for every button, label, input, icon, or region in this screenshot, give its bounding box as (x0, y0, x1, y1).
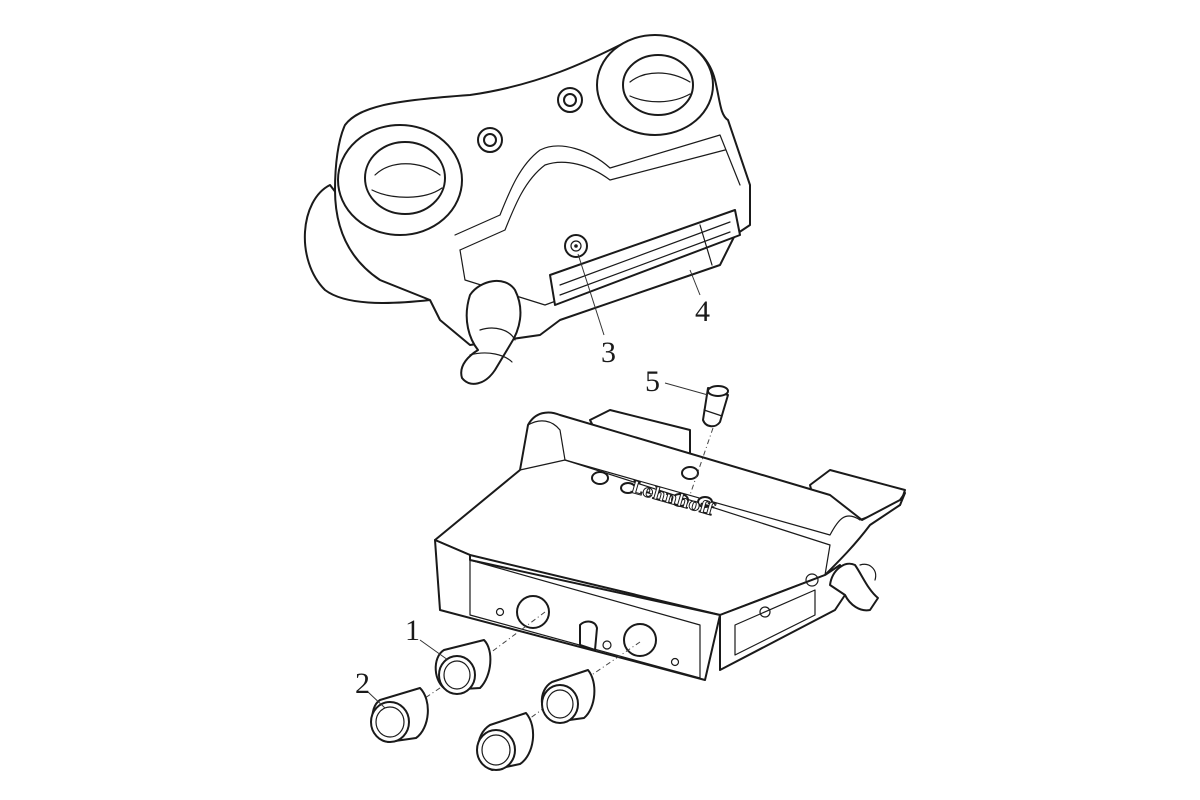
locking-pin-part-5 (689, 385, 729, 496)
callout-3: 3 (601, 336, 616, 369)
bushings-parts-1-2 (370, 611, 641, 771)
upper-adapter-assembly (304, 34, 751, 385)
callout-4: 4 (695, 295, 710, 328)
callout-5: 5 (645, 365, 660, 398)
callouts: 1 2 3 4 5 (355, 253, 710, 709)
callout-2: 2 (355, 667, 370, 700)
lower-top-bolts (591, 466, 713, 508)
callout-1: 1 (405, 614, 420, 647)
lower-coupler-body: Lehnhoff (434, 409, 906, 681)
